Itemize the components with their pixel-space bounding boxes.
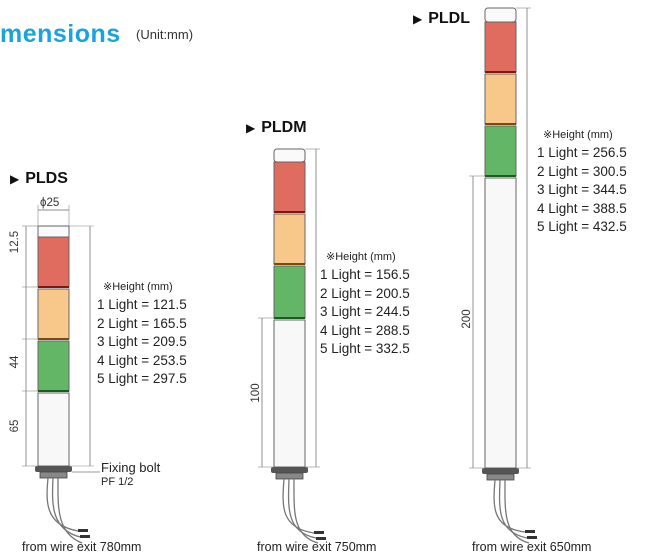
pldl-height-list: ※Height (mm) 1 Light = 256.5 2 Light = 3…: [537, 126, 627, 237]
pldm-height-row: 2 Light = 200.5: [320, 285, 410, 301]
plds-height-list: ※Height (mm) 1 Light = 121.5 2 Light = 1…: [97, 278, 187, 389]
pldl-amber-tier: [484, 73, 517, 125]
plds-dim-body: 65: [9, 419, 21, 433]
pldl-height-row: 3 Light = 344.5: [537, 182, 627, 197]
pldl-height-row: 5 Light = 432.5: [537, 219, 627, 234]
pldm-dim-body: 100: [250, 383, 262, 403]
pldm-height-list: ※Height (mm) 1 Light = 156.5 2 Light = 2…: [320, 248, 410, 359]
pldl-model-label: ▶PLDL: [413, 10, 471, 27]
pldl-green-tier: [484, 125, 517, 177]
page-title: mensions: [0, 20, 121, 48]
plds-height-row: 1 Light = 121.5: [97, 297, 187, 312]
plds-tower: [22, 205, 100, 544]
unit-label: (Unit:mm): [136, 27, 194, 42]
pldl-red-tier: [484, 21, 517, 73]
pldl-dim-body: 200: [461, 309, 473, 329]
plds-height-row: 2 Light = 165.5: [97, 315, 187, 331]
plds-red-tier: [37, 236, 70, 288]
pldl-height-row: 2 Light = 300.5: [537, 163, 627, 179]
triangle-icon: ▶: [246, 121, 256, 135]
pldm-tower: [258, 148, 326, 544]
plds-height-row: 4 Light = 253.5: [97, 352, 187, 368]
plds-amber-tier: [37, 288, 70, 340]
pldl-tower: [469, 7, 537, 544]
pldl-height-row: 1 Light = 256.5: [537, 145, 627, 160]
pldl-height-row: 4 Light = 388.5: [537, 200, 627, 216]
pldm-amber-tier: [273, 213, 306, 265]
plds-model-label: ▶PLDS: [10, 170, 68, 187]
plds-height-row: 3 Light = 209.5: [97, 334, 187, 349]
pldm-model-label: ▶PLDM: [246, 119, 307, 136]
plds-dim-middle: 44: [9, 355, 21, 369]
pldm-height-row: 5 Light = 332.5: [320, 341, 410, 356]
pldl-wire-length: from wire exit 650mm: [472, 540, 592, 554]
plds-wire-length: from wire exit 780mm: [22, 540, 142, 554]
thread-label: PF 1/2: [101, 476, 134, 488]
plds-dim-top: 12.5: [9, 230, 21, 254]
pldm-height-header: ※Height (mm): [326, 251, 396, 263]
pldl-height-header: ※Height (mm): [543, 129, 613, 141]
pldm-height-row: 4 Light = 288.5: [320, 322, 410, 338]
triangle-icon: ▶: [413, 12, 423, 26]
triangle-icon: ▶: [10, 172, 20, 186]
pldm-green-tier: [273, 265, 306, 319]
plds-height-row: 5 Light = 297.5: [97, 371, 187, 386]
plds-green-tier: [37, 340, 70, 392]
pldm-wire-length: from wire exit 750mm: [257, 540, 377, 554]
pldm-red-tier: [273, 161, 306, 213]
fixing-bolt-label: Fixing bolt: [101, 460, 161, 475]
pldm-height-row: 1 Light = 156.5: [320, 267, 410, 282]
plds-diameter: ϕ25: [40, 197, 60, 209]
plds-height-header: ※Height (mm): [103, 281, 173, 293]
pldm-height-row: 3 Light = 244.5: [320, 304, 410, 319]
